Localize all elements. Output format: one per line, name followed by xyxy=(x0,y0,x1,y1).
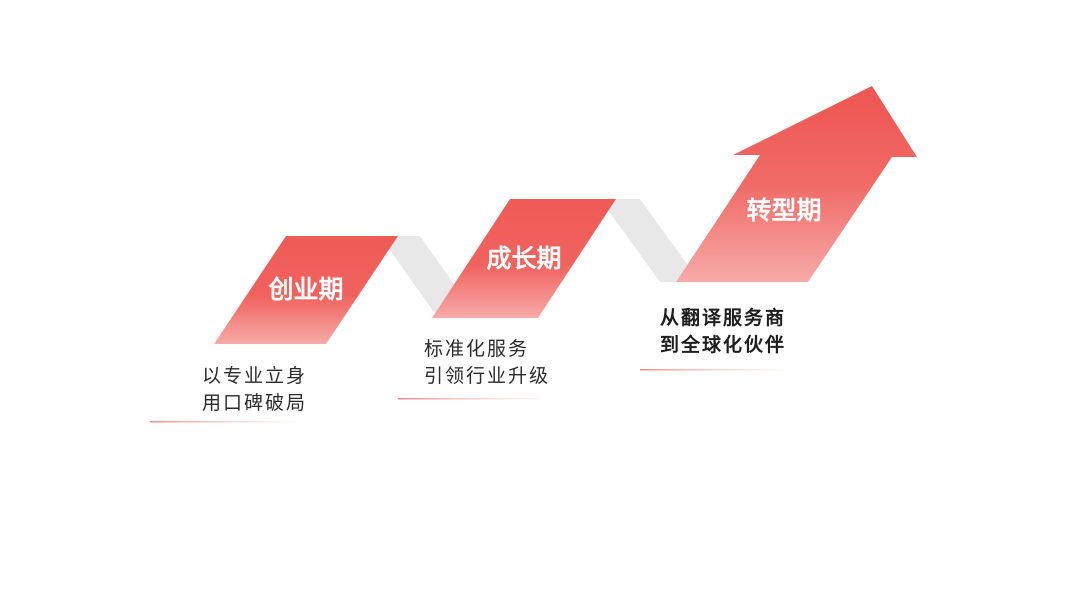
stage-desc-3-line-1: 从翻译服务商 xyxy=(660,307,787,329)
stage-desc-1-line-1: 以专业立身 xyxy=(202,365,308,387)
underline-2 xyxy=(398,398,543,400)
stage-desc-3-line-2: 到全球化伙伴 xyxy=(660,334,787,356)
stage-block-1 xyxy=(214,236,398,344)
connector-2 xyxy=(600,199,700,282)
stage-desc-1-line-2: 用口碑破局 xyxy=(202,392,308,414)
stage-title-3: 转型期 xyxy=(746,196,821,225)
stage-desc-2-line-2: 引领行业升级 xyxy=(424,365,551,387)
stage-block-2 xyxy=(432,199,616,318)
stage-desc-2-line-1: 标准化服务 xyxy=(424,338,530,360)
stage-arrow-3 xyxy=(676,86,917,282)
stage-desc-2: 标准化服务 引领行业升级 xyxy=(424,336,550,390)
stage-desc-3: 从翻译服务商 到全球化伙伴 xyxy=(660,305,786,359)
stage-desc-1: 以专业立身 用口碑破局 xyxy=(202,363,307,417)
underline-1 xyxy=(150,421,295,423)
stage-title-2: 成长期 xyxy=(486,244,561,273)
underline-3 xyxy=(640,369,785,371)
stage-title-1: 创业期 xyxy=(267,275,343,304)
